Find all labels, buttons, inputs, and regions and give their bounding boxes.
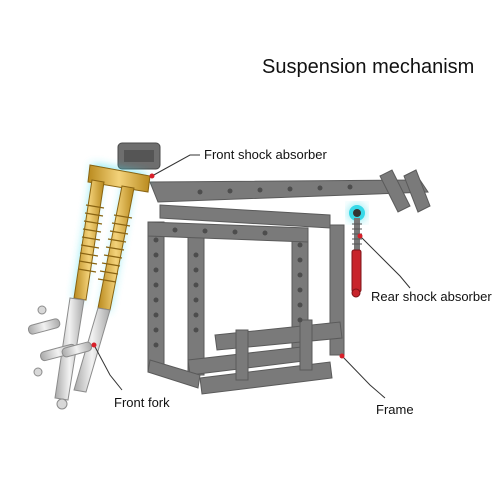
diagram-title: Suspension mechanism bbox=[262, 56, 475, 78]
front-fork bbox=[27, 297, 111, 410]
leader-front-shock bbox=[151, 154, 200, 177]
label-front-fork: Front fork bbox=[114, 395, 170, 410]
label-front-shock-absorber: Front shock absorber bbox=[204, 147, 327, 162]
leader-dot-front-fork bbox=[91, 342, 97, 348]
front-shock-absorbers bbox=[73, 164, 151, 311]
leader-dot-frame bbox=[339, 353, 345, 359]
leader-dot-front-shock bbox=[149, 173, 155, 179]
rear-shock-absorber bbox=[349, 205, 365, 298]
steering-head bbox=[117, 142, 161, 170]
label-frame: Frame bbox=[376, 402, 414, 417]
label-rear-shock-absorber: Rear shock absorber bbox=[371, 289, 492, 304]
leader-dot-rear-shock bbox=[357, 233, 363, 239]
beam-holes bbox=[153, 184, 353, 348]
leader-front-fork bbox=[93, 344, 123, 391]
frame-structure bbox=[147, 169, 431, 395]
leader-rear-shock bbox=[359, 235, 411, 289]
leader-frame bbox=[341, 355, 386, 399]
leader-lines bbox=[91, 154, 411, 399]
